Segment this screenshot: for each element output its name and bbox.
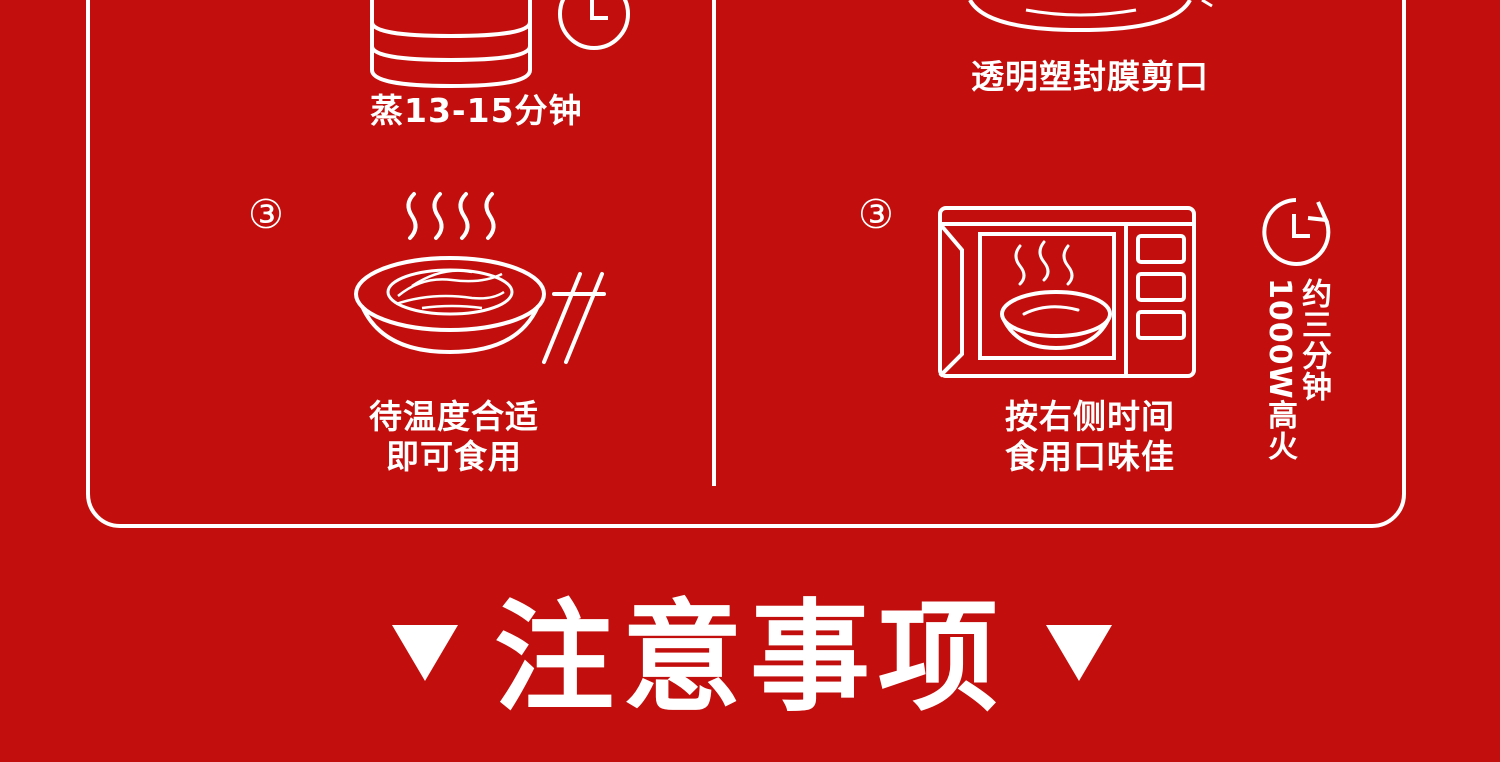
microwave-time-duration: 约三分钟 xyxy=(1296,278,1331,402)
microwave-step3-number: ③ xyxy=(858,192,895,238)
notice-title: 注意事项 xyxy=(494,587,1006,728)
chopsticks-icon xyxy=(542,272,606,364)
plate-with-food-icon xyxy=(354,256,546,355)
steamer-step3-number: ③ xyxy=(248,192,285,238)
column-divider xyxy=(712,0,716,486)
microwave-step2-label: 透明塑封膜剪口 xyxy=(971,57,1209,96)
microwave-time-power: 1000W高火 xyxy=(1262,278,1297,462)
right-triangle-icon xyxy=(1046,625,1112,681)
clock-icon xyxy=(558,0,630,50)
steamer-stack-icon xyxy=(370,0,532,89)
instructions-panel xyxy=(86,0,1406,528)
steamer-step2-label: 蒸13-15分钟 xyxy=(370,91,583,130)
microwave-icon xyxy=(938,206,1196,378)
microwave-step3-line2: 食用口味佳 xyxy=(1005,437,1175,476)
timer-icon xyxy=(1262,198,1331,266)
left-triangle-icon xyxy=(392,625,458,681)
steam-icon xyxy=(406,192,496,240)
microwave-step3-line1: 按右侧时间 xyxy=(1005,397,1175,436)
steamer-step3-line1: 待温度合适 xyxy=(369,397,539,436)
steamer-step3-line2: 即可食用 xyxy=(386,437,522,476)
bowl-icon xyxy=(968,0,1213,33)
